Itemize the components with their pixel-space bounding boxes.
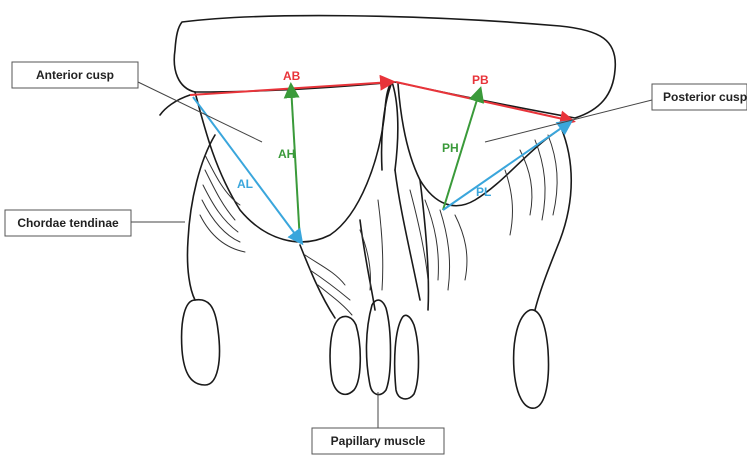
papillary-muscle-left xyxy=(330,316,360,394)
anterior-cusp-shape xyxy=(160,82,392,242)
pl-line xyxy=(443,122,570,210)
pb-label: PB xyxy=(472,73,489,87)
anterior-cusp-callout: Anterior cusp xyxy=(12,62,138,88)
commissure xyxy=(382,82,398,170)
posterior-cusp-callout: Posterior cusp xyxy=(652,84,747,110)
ab-label: AB xyxy=(283,69,301,83)
al-line xyxy=(193,97,301,242)
pb-line xyxy=(396,82,572,121)
ph-label: PH xyxy=(442,141,459,155)
annulus xyxy=(174,16,615,118)
chordae-tendinae-callout: Chordae tendinae xyxy=(5,210,131,236)
anterior-cusp-label: Anterior cusp xyxy=(36,68,114,82)
papillary-muscle-center xyxy=(366,300,390,395)
papillary-muscle-right xyxy=(395,315,419,399)
al-label: AL xyxy=(237,177,253,191)
central-chordae xyxy=(300,170,428,318)
papillary-muscle-label: Papillary muscle xyxy=(331,434,426,448)
ah-line xyxy=(291,86,300,242)
left-chordae-strands xyxy=(200,155,245,252)
posterior-cusp-label: Posterior cusp xyxy=(663,90,747,104)
ah-label: AH xyxy=(278,147,295,161)
chordae-tendinae-label: Chordae tendinae xyxy=(17,216,119,230)
papillary-muscle-callout: Papillary muscle xyxy=(312,428,444,454)
right-chordae-strands xyxy=(455,135,557,280)
left-papillary-head xyxy=(182,300,220,385)
pl-label: PL xyxy=(476,185,491,199)
right-papillary-head xyxy=(514,310,549,408)
